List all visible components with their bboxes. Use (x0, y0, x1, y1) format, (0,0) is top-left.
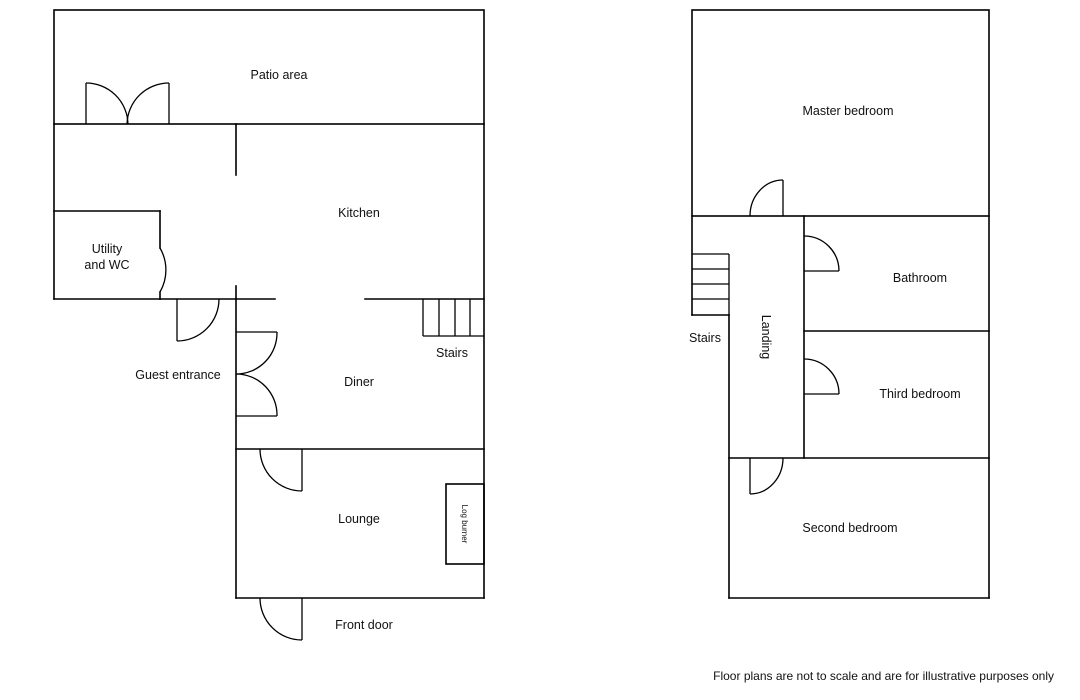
ground-stairs-label: Stairs (436, 346, 468, 360)
guest-entrance-door-icon (176, 298, 220, 342)
landing-label: Landing (759, 315, 773, 360)
utility-door-icon (159, 247, 167, 293)
patio-double-door-icon (85, 82, 170, 125)
second-bedroom-label: Second bedroom (802, 521, 897, 535)
third-bedroom-door-icon (803, 358, 840, 395)
master-bedroom-outline (691, 9, 990, 217)
master-bedroom-door-icon (749, 179, 784, 217)
bathroom-door-icon (803, 235, 840, 272)
ground-floor-plan: Patio area Kitchen Utility and WC Stairs… (53, 9, 485, 641)
bathroom-label: Bathroom (893, 271, 947, 285)
third-bedroom-label: Third bedroom (879, 387, 960, 401)
diner-double-door-icon (235, 331, 278, 417)
disclaimer-note: Floor plans are not to scale and are for… (713, 669, 1054, 683)
kitchen-block-walls (53, 123, 485, 599)
log-burner-label: Log burner (460, 505, 469, 544)
lounge-inner-door-icon (259, 448, 303, 492)
patio-area-label: Patio area (251, 68, 308, 82)
ground-floor-stairs-treads (422, 299, 484, 337)
first-stairs-label: Stairs (689, 331, 721, 345)
first-floor-walls (691, 215, 990, 599)
second-bedroom-door-icon (749, 457, 784, 495)
diner-walls (235, 298, 485, 599)
lounge-label: Lounge (338, 512, 380, 526)
utility-label-line2: and WC (84, 258, 129, 272)
utility-wc-walls (53, 210, 161, 300)
first-floor-stairs-treads (692, 253, 730, 315)
guest-entrance-label: Guest entrance (135, 368, 221, 382)
patio-area-outline (53, 9, 485, 125)
first-floor-plan: Master bedroom Bathroom Landing Stairs T… (689, 9, 990, 599)
front-door-label: Front door (335, 618, 393, 632)
kitchen-label: Kitchen (338, 206, 380, 220)
master-bedroom-label: Master bedroom (802, 104, 893, 118)
log-burner-box (445, 483, 485, 565)
utility-label-line1: Utility (92, 242, 123, 256)
diner-label: Diner (344, 375, 374, 389)
front-door-icon (259, 597, 303, 641)
